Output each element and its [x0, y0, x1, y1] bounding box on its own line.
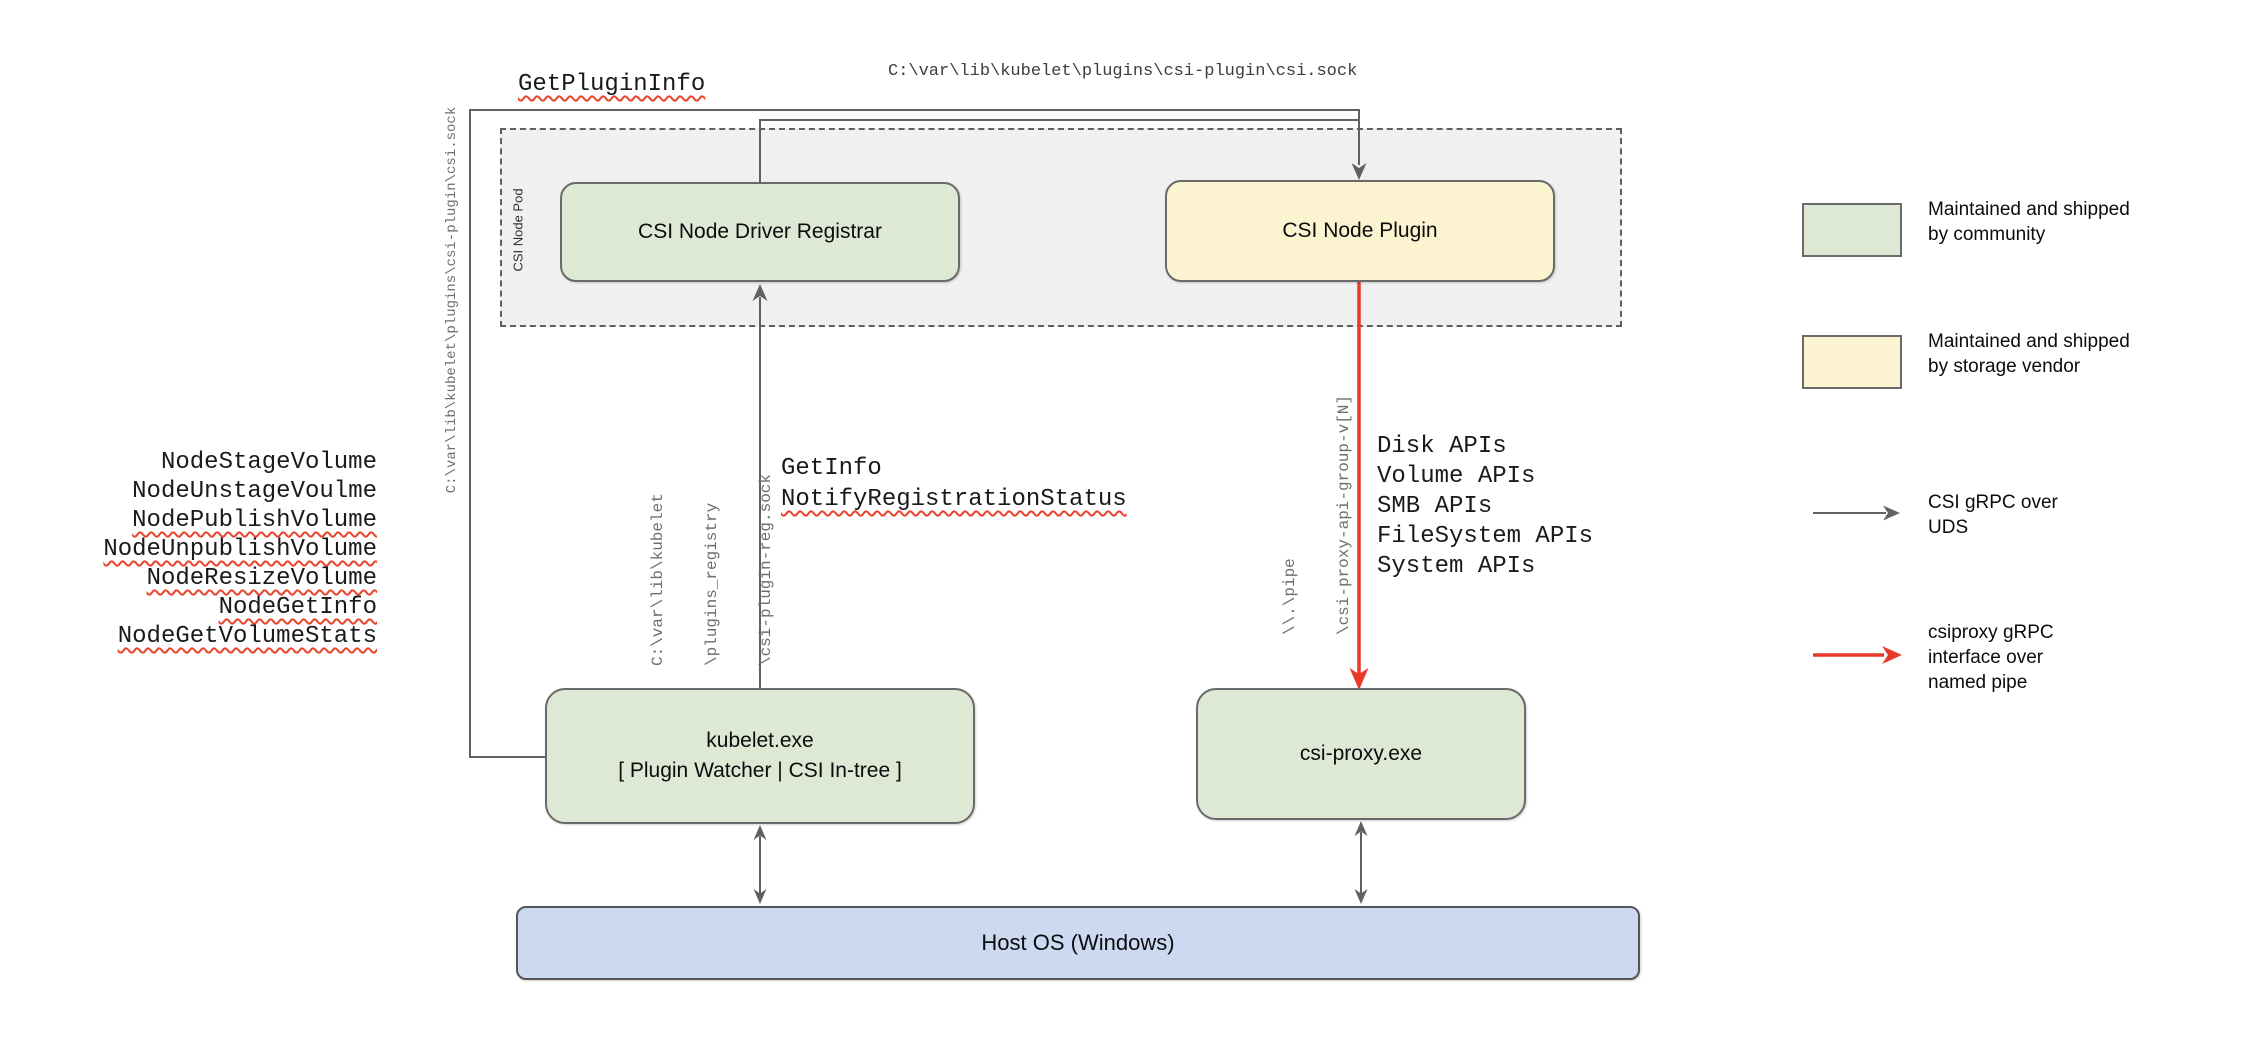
get-plugin-info-label: GetPluginInfo — [518, 71, 706, 98]
csi-node-plugin-box: CSI Node Plugin — [1165, 180, 1555, 282]
node-rpc-item: NodeGetInfo — [218, 594, 377, 621]
node-rpc-item: NodeUnpublishVolume — [103, 536, 377, 563]
csiproxy-api-item: Disk APIs — [1377, 433, 1507, 460]
legend-vendor-line2: by storage vendor — [1928, 356, 2081, 377]
legend-vendor-line1: Maintained and shipped — [1928, 331, 2130, 352]
get-info-label: GetInfo — [781, 455, 882, 482]
kubelet-hostos-arrowhead-up — [753, 825, 767, 840]
legend-pipe-line1: csiproxy gRPC — [1928, 622, 2054, 643]
legend-uds-line2: UDS — [1928, 517, 1969, 538]
csi-node-plugin-label: CSI Node Plugin — [1282, 219, 1438, 242]
registration-rpc-labels: GetInfo NotifyRegistrationStatus — [781, 453, 1127, 515]
node-rpc-item: NodeResizeVolume — [146, 565, 377, 592]
kubelet-to-plugin-uds-line — [469, 109, 1360, 758]
legend-uds-arrowhead — [1883, 505, 1900, 521]
named-pipe-line1: \\.\pipe — [1281, 558, 1299, 636]
named-pipe-path-label: \\.\pipe \csi-proxy-api-group-v[N] — [1245, 395, 1389, 635]
legend-pipe-line3: named pipe — [1928, 672, 2028, 693]
kubelet-hostos-arrowhead-down — [753, 889, 767, 904]
plugin-registry-sock-line1: C:\var\lib\kubelet — [649, 493, 667, 667]
legend-uds-text: CSI gRPC over UDS — [1928, 490, 2058, 540]
csi-proxy-label: csi-proxy.exe — [1299, 742, 1423, 765]
legend-vendor-swatch — [1802, 335, 1902, 389]
legend-vendor-text: Maintained and shipped by storage vendor — [1928, 329, 2130, 379]
red-arrowhead-into-csiproxy — [1349, 668, 1369, 690]
csi-proxy-box: csi-proxy.exe — [1196, 688, 1526, 820]
csiproxy-hostos-arrowhead-up — [1354, 821, 1368, 836]
node-rpc-item: NodeUnstageVoulme — [132, 478, 377, 505]
csiproxy-api-item: System APIs — [1377, 553, 1536, 580]
legend-community-text: Maintained and shipped by community — [1928, 197, 2130, 247]
plugin-registry-sock-line3: \csi-plugin-reg.sock — [757, 473, 775, 667]
csi-sock-path-left-label: C:\var\lib\kubelet\plugins\csi-plugin\cs… — [444, 106, 460, 494]
legend-community-line2: by community — [1928, 224, 2046, 245]
notify-registration-status-label: NotifyRegistrationStatus — [781, 486, 1127, 513]
legend-pipe-line2: interface over — [1928, 647, 2044, 668]
csiproxy-api-item: SMB APIs — [1377, 493, 1493, 520]
csi-node-driver-registrar-label: CSI Node Driver Registrar — [638, 220, 882, 243]
legend-uds-line1: CSI gRPC over — [1928, 492, 2058, 513]
arrowhead-into-registrar — [752, 284, 768, 301]
csi-node-driver-registrar-box: CSI Node Driver Registrar — [560, 182, 960, 282]
host-os-label: Host OS (Windows) — [981, 930, 1175, 955]
kubelet-label-line2: [ Plugin Watcher | CSI In-tree ] — [618, 759, 902, 782]
legend-pipe-text: csiproxy gRPC interface over named pipe — [1928, 620, 2054, 695]
legend-community-line1: Maintained and shipped — [1928, 199, 2130, 220]
csiproxy-api-item: Volume APIs — [1377, 463, 1536, 490]
legend-pipe-arrowhead — [1882, 646, 1902, 664]
node-rpc-item: NodeStageVolume — [160, 449, 377, 476]
named-pipe-line2: \csi-proxy-api-group-v[N] — [1335, 394, 1353, 636]
node-rpc-list: NodeStageVolume NodeUnstageVoulme NodePu… — [103, 448, 377, 651]
host-os-box: Host OS (Windows) — [516, 906, 1640, 980]
node-rpc-item: NodeGetVolumeStats — [117, 623, 377, 650]
csi-node-pod-label: CSI Node Pod — [510, 188, 526, 272]
legend-community-swatch — [1802, 203, 1902, 257]
kubelet-label-line1: kubelet.exe — [706, 729, 814, 752]
csiproxy-hostos-arrowhead-down — [1354, 889, 1368, 904]
node-rpc-item: NodePublishVolume — [132, 507, 377, 534]
registrar-to-plugin-uds-line — [759, 119, 1359, 182]
arrowhead-into-plugin — [1351, 163, 1367, 180]
kubelet-box: kubelet.exe [ Plugin Watcher | CSI In-tr… — [545, 688, 975, 824]
csiproxy-api-item: FileSystem APIs — [1377, 523, 1594, 550]
csi-sock-path-top-label: C:\var\lib\kubelet\plugins\csi-plugin\cs… — [888, 62, 1358, 81]
csiproxy-api-list: Disk APIs Volume APIs SMB APIs FileSyste… — [1377, 432, 1593, 582]
plugin-registry-sock-line2: \plugins_registry — [703, 502, 721, 667]
